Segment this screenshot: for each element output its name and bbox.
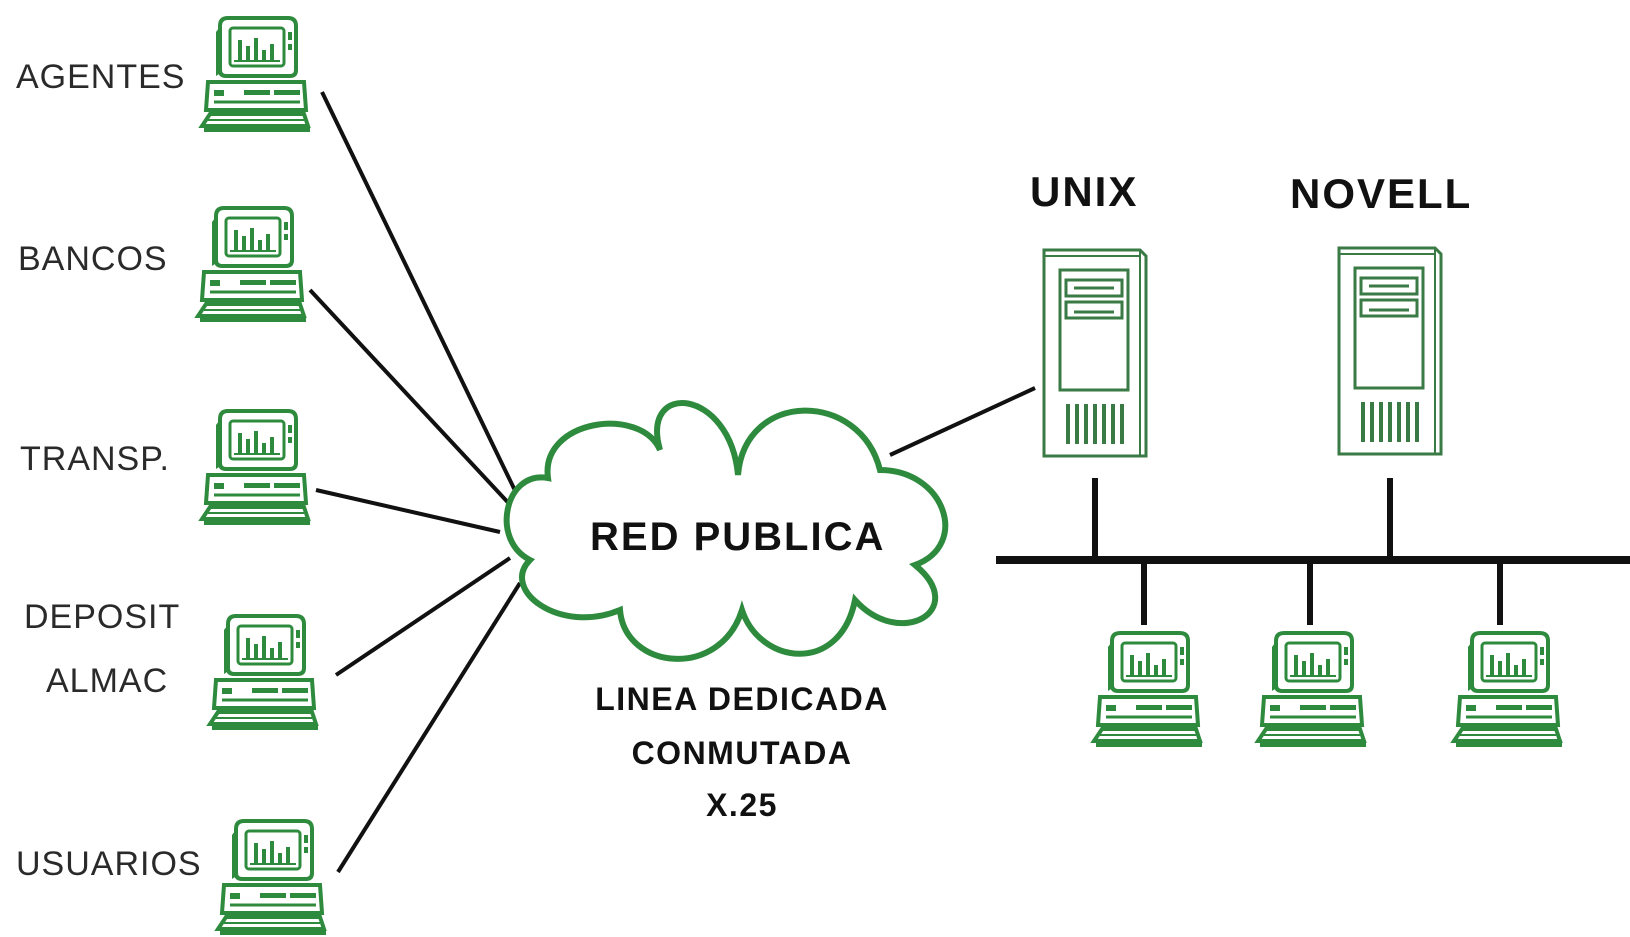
novell-server-icon: [1337, 246, 1443, 456]
computer-icon: [1256, 631, 1368, 747]
link-transp: [315, 488, 501, 534]
unix-server-icon: [1042, 248, 1148, 458]
computer-icon: [196, 206, 308, 322]
computer-icon: [1452, 631, 1564, 747]
client-label-agentes: AGENTES: [16, 58, 185, 96]
server-label-novell: NOVELL: [1290, 170, 1472, 217]
computer-icon: [216, 819, 328, 935]
client-label-almac: ALMAC: [46, 662, 168, 700]
server-label-unix: UNIX: [1030, 168, 1138, 215]
computer-icon: [200, 409, 312, 525]
cloud-label: RED PUBLICA: [590, 515, 885, 559]
computer-icon: [1092, 631, 1204, 747]
computer-icon: [208, 614, 320, 730]
client-label-usuarios: USUARIOS: [16, 845, 202, 883]
client-label-bancos: BANCOS: [18, 240, 168, 278]
link-deposit: [334, 556, 512, 677]
link-cloud-unix: [889, 386, 1036, 457]
link-usuarios: [336, 581, 522, 874]
connection-type-switched: CONMUTADA: [632, 735, 853, 771]
computer-icon: [200, 16, 312, 132]
link-agentes: [320, 91, 524, 506]
client-label-transp: TRANSP.: [20, 440, 170, 478]
connection-type-dedicated: LINEA DEDICADA: [595, 681, 889, 717]
client-label-deposit: DEPOSIT: [24, 598, 180, 636]
public-network-cloud: [503, 400, 949, 662]
connection-type-x25: X.25: [706, 787, 778, 823]
link-bancos: [308, 288, 517, 512]
